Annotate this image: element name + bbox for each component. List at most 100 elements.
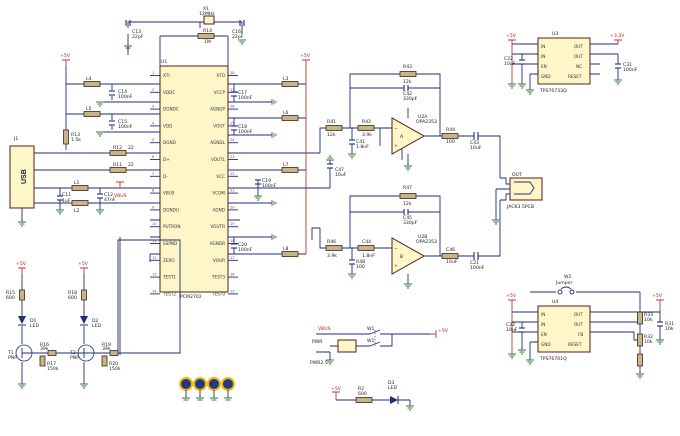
u4-vout-net: +5V [652,293,663,299]
base-resistor-val: 39k [40,346,49,352]
l1-ref: L1 [74,180,80,186]
base-resistor-val: 39k [102,346,111,352]
resistor-r46 [357,245,375,251]
net-v5-right: +5V [300,53,311,59]
resistor-r45 [325,245,343,251]
inductor-l1 [71,185,89,191]
c22-val: 100nF [623,67,638,73]
pwr-ref: PWR [312,339,323,345]
resistor-r31 [637,311,643,325]
u2a-ref: U2A [418,114,428,120]
c32-val: 10k [665,326,674,332]
ic-right-pin-label: VOUR [213,258,225,263]
usb-connector-j1 [9,145,35,209]
c47-ref: C47 [335,167,344,173]
resistor-r44 [441,133,459,139]
resistor-r41 [325,125,343,131]
ic-left-pin-label: XTI [163,73,170,78]
c19-val: 100nF [262,183,277,189]
u3-pin-out1: OUT [574,44,583,49]
ic-left-pin-number: 12 [152,256,157,260]
c46-ref: C21 [470,260,479,266]
reg-u4-body [537,305,591,353]
led-d3 [390,396,398,404]
inductor-l5 [83,111,101,117]
ic-right-pin-label: TEST0 [211,291,225,296]
ic-right-pin-number: 25 [230,121,235,125]
jumper-pad-2[interactable] [569,289,575,295]
ic-right-pin-label: AGNDP [210,107,225,112]
pullup-resistor-ref: R20 [109,361,118,367]
inductor-l3 [281,81,299,87]
ic-right-pin-number: 18 [230,239,235,243]
led-type: LED [30,323,39,329]
opamp-a-letter: A [400,134,404,140]
pullup-resistor-val: 150k [109,366,121,372]
ic-right-pin-label: TEST3 [211,275,225,280]
pullup-resistor [39,355,46,367]
ic-left-pin-number: 14 [152,289,157,293]
ic-right-pin-number: 17 [230,256,235,260]
resistor-r43 [399,71,417,77]
c14-ref: C14 [118,89,127,95]
r47-ref: R47 [403,185,412,191]
mounting-holes [179,377,235,401]
mounting-hole-1 [179,377,193,391]
r2-ref: R2 [358,386,364,392]
u4-pin-gnd: GND [541,342,551,347]
ic-left-pin-number: 3 [152,105,154,109]
inductor-l8 [281,251,299,257]
ic-right-network: +5V L3 L6 L7 L8 C17 100nF C18 100nF C19 … [228,53,320,257]
ic-left-pin-number: 10 [152,222,157,226]
resistor-r32 [637,353,643,367]
l5-ref: L5 [86,106,92,112]
led-series-resistor-ref: R18 [68,290,77,296]
regulator-u4: W2 Jumper U4 TPS76701Q IN IN EN GND OUT … [506,274,674,379]
r14-val: 1M [204,39,211,45]
base-resistor [109,350,119,356]
u3-pin-nc: NC [576,64,582,69]
c42-ref: C42 [403,91,412,97]
pwr-vbus-net: VBUS [318,326,331,332]
power-input: VBUS +5V PWR PWR2.5 W1 W1 +5V R2 600 D3 … [310,326,449,411]
c11-val: 1uF [62,198,71,204]
jumper-pad-1[interactable] [557,289,563,295]
ic-right-pin-number: 27 [230,88,235,92]
ic-right-pin-label: XTO [216,73,225,78]
c20-val: 100nF [238,247,253,253]
u4-pin-in2: IN [541,322,545,327]
opamp-u2b [391,237,426,275]
r48-val: 10uF [446,259,458,265]
transistor-ref: T1 [7,350,14,356]
opamp-right-channel: R46 3.9k C44 1.8nF R47 12k C45 330pF R48… [311,185,501,289]
ic-right-pin-label: AGND [213,207,225,212]
ic-right-pin-label: VOUTL [211,157,226,162]
ic-right-pin-label: AGNDL [210,140,225,145]
mounting-hole-4 [221,377,235,391]
r46-val: 1.8nF [362,253,375,259]
ic-left-pin-number: 13 [152,273,157,277]
u4-pin-out2: OUT [574,322,583,327]
ic-right-pin-label: VOUTR [210,224,225,229]
transistor-type: PNP [70,355,79,361]
inductor-l6 [281,115,299,121]
c31-val: 10uF [506,327,518,333]
c47-val: 10uF [335,172,347,178]
pullup-resistor-ref: R17 [47,361,56,367]
ic-left-pin-number: 8 [152,189,155,193]
vcom-cap: C47 10uF [228,155,347,189]
c12-val: 47nF [104,197,116,203]
base-resistor [47,350,57,356]
base-resistor-ref: R19 [102,342,111,348]
c15-val: 100nF [118,124,133,130]
opamp-u2a [391,117,426,155]
u3-pin-in2: IN [541,54,545,59]
ic-left-pin-number: 7 [152,172,154,176]
u2b-ref: U2B [418,234,427,240]
r31-ref: R33 [644,312,653,318]
c44-val: 100 [356,264,365,270]
c41-ref: C41 [356,139,365,145]
r33-ref: R32 [644,334,653,340]
